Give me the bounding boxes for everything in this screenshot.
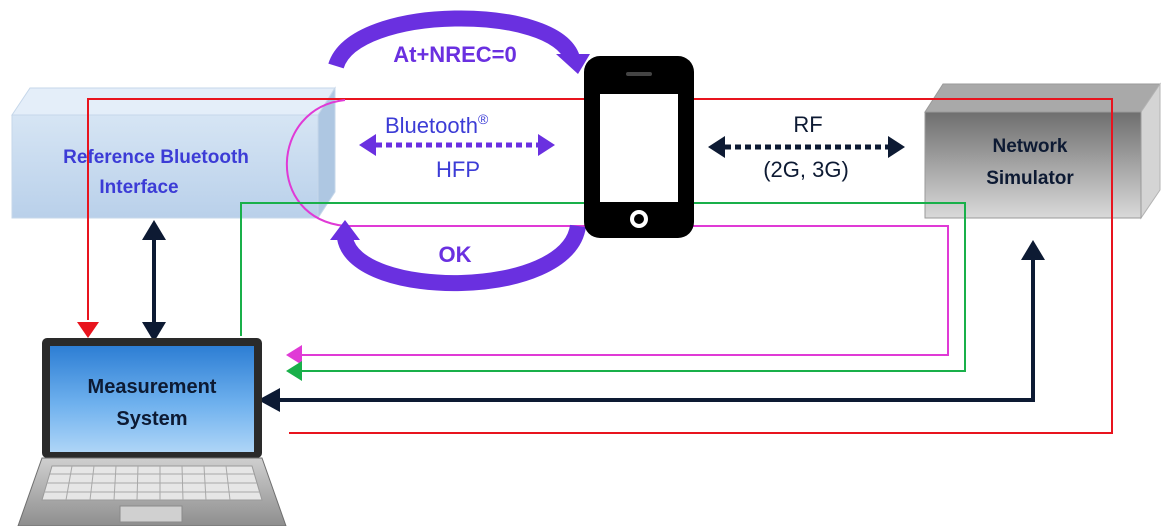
network-simulator-block: Network Simulator — [924, 82, 1161, 220]
ok-label: OK — [439, 242, 472, 267]
network-simulator-label-line1: Network — [993, 136, 1068, 157]
navy-control-line-network — [258, 240, 1045, 412]
red-signal-line — [77, 98, 1113, 434]
rf-bands-label: (2G, 3G) — [763, 157, 849, 182]
network-simulator-label-line2: Simulator — [986, 168, 1074, 189]
laptop-keyboard — [44, 465, 260, 501]
bluetooth-hfp-link: Bluetooth® HFP — [359, 111, 555, 182]
hfp-label: HFP — [436, 157, 480, 182]
green-signal-line — [240, 202, 966, 381]
rf-link: RF (2G, 3G) — [708, 112, 905, 182]
reference-bluetooth-label-line1: Reference Bluetooth — [63, 147, 249, 168]
reference-bluetooth-interface-block: Reference Bluetooth Interface — [11, 86, 336, 220]
ok-response-arrow: OK — [330, 220, 586, 292]
rf-label: RF — [793, 112, 822, 137]
phone-icon — [584, 56, 694, 238]
bluetooth-label: Bluetooth® — [385, 111, 489, 138]
measurement-system-label-line1: Measurement — [88, 376, 217, 398]
reference-bluetooth-label-line2: Interface — [99, 177, 178, 198]
laptop-icon: Measurement System — [17, 338, 287, 526]
measurement-system-label-line2: System — [116, 408, 187, 430]
navy-double-arrow-reference-measurement — [142, 220, 166, 342]
at-command-arrow: At+NREC=0 — [328, 10, 590, 74]
at-command-label: At+NREC=0 — [393, 42, 516, 67]
